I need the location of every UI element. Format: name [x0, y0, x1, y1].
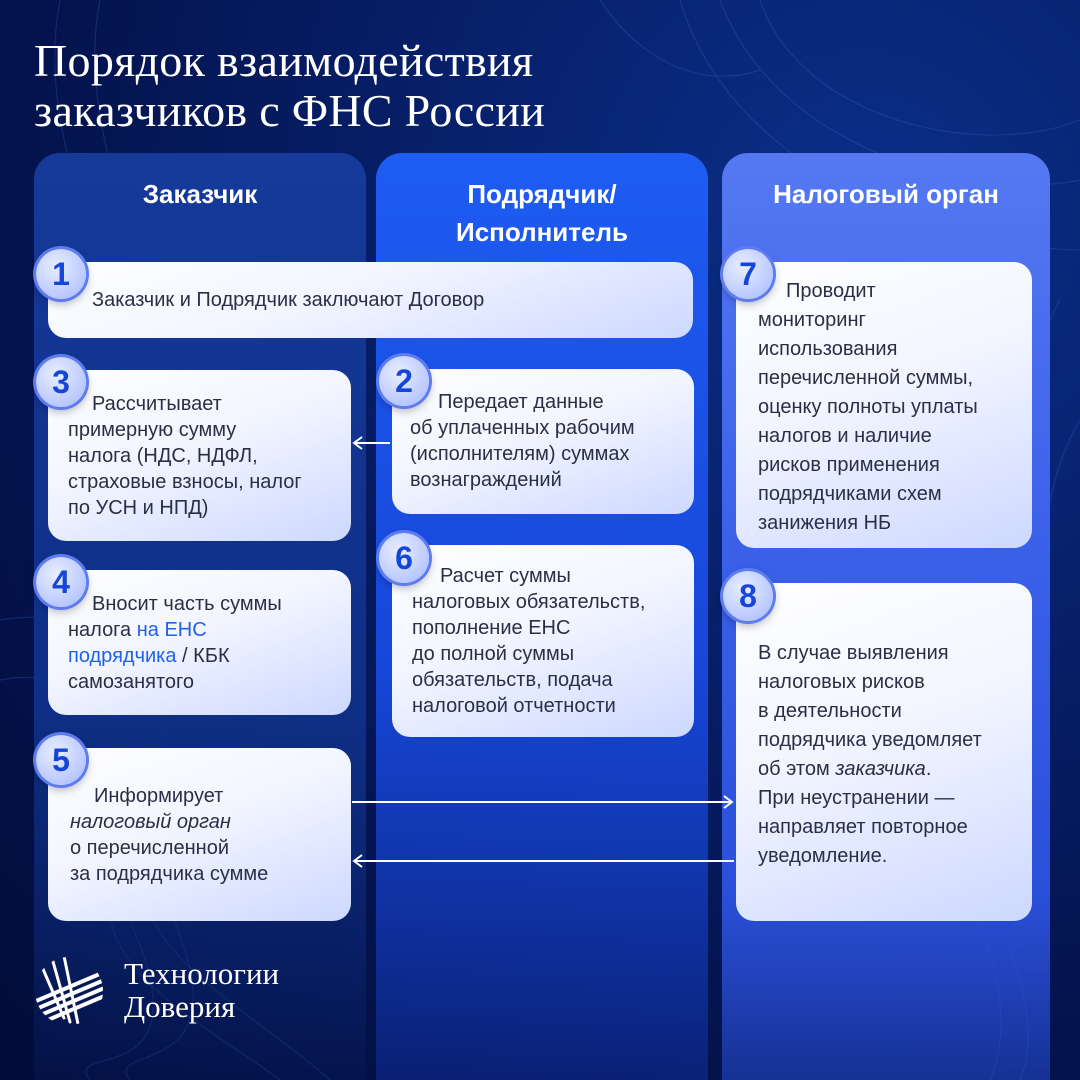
page-title: Порядок взаимодействия заказчиков с ФНС … [34, 36, 794, 136]
title-line-2: заказчиков с ФНС России [34, 85, 546, 136]
step-4-number: 4 [36, 557, 86, 607]
step-1-card: Заказчик и Подрядчик заключают Договор [48, 262, 693, 338]
step-8-card: В случае выявления налоговых рисков в де… [736, 583, 1032, 921]
step-5-text: Информирует налоговый орган о перечислен… [70, 783, 268, 887]
column-header-contractor-line-2: Исполнитель [456, 217, 628, 247]
step-4-text: Вносит часть суммы налога на ЕНС подрядч… [68, 591, 282, 695]
step-5-number: 5 [36, 735, 86, 785]
step-4-text-part-b: / КБК самозанятого [68, 645, 230, 693]
column-header-customer: Заказчик [142, 179, 258, 209]
step-8-italic: заказчика [835, 758, 926, 780]
step-3-card: Рассчитывает примерную сумму налога (НДС… [48, 370, 351, 541]
step-8-number: 8 [723, 571, 773, 621]
step-6-number: 6 [379, 533, 429, 583]
step-8-text-part-a: В случае выявления налоговых рисков в де… [758, 642, 982, 780]
step-8-text: В случае выявления налоговых рисков в де… [758, 639, 982, 871]
step-2-number: 2 [379, 356, 429, 406]
column-header-tax-authority: Налоговый орган [773, 179, 999, 209]
step-4-text-part-a: Вносит часть суммы налога [68, 593, 282, 641]
step-3-number: 3 [36, 357, 86, 407]
trust-technologies-logo-icon [35, 957, 103, 1025]
step-7-card: Проводит мониторинг использования перечи… [736, 262, 1032, 548]
step-7-text: Проводит мониторинг использования перечи… [758, 280, 978, 534]
title-line-1: Порядок взаимодействия [34, 35, 534, 86]
logo-line-2: Доверия [124, 989, 236, 1024]
step-5-line-1: Информирует [94, 785, 224, 807]
step-4-card: Вносит часть суммы налога на ЕНС подрядч… [48, 570, 351, 715]
step-6-card: Расчет суммы налоговых обязательств, поп… [392, 545, 694, 737]
step-6-text: Расчет суммы налоговых обязательств, поп… [412, 565, 646, 717]
step-4-ens-highlight: на ЕНС подрядчика [68, 619, 207, 667]
step-2-text: Передает данные об уплаченных рабочим (и… [410, 391, 635, 491]
step-8-text-part-b: . При неустранении — направляет повторно… [758, 758, 968, 867]
step-5-card: Информирует налоговый орган о перечислен… [48, 748, 351, 921]
column-header-contractor: Подрядчик/ Исполнитель [376, 175, 708, 251]
step-1-number: 1 [36, 249, 86, 299]
step-2-card: Передает данные об уплаченных рабочим (и… [392, 369, 694, 514]
step-5-italic: налоговый орган [70, 811, 231, 833]
step-1-text: Заказчик и Подрядчик заключают Договор [92, 289, 485, 311]
step-5-line-3: о перечисленной за подрядчика сумме [70, 837, 269, 885]
step-3-text: Рассчитывает примерную сумму налога (НДС… [68, 393, 302, 519]
logo-line-1: Технологии [124, 956, 280, 991]
step-7-number: 7 [723, 249, 773, 299]
logo-wordmark: Технологии Доверия [124, 957, 279, 1023]
column-header-contractor-line-1: Подрядчик/ [467, 179, 617, 209]
